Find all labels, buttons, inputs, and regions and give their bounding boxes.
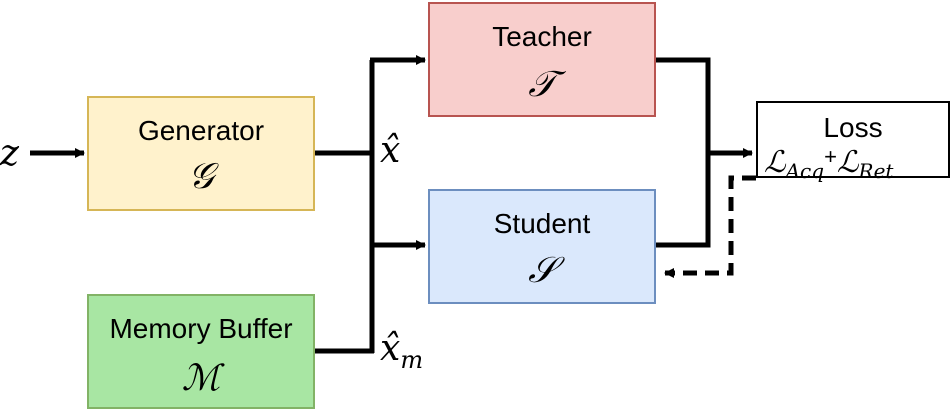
x-hat-m-subscript: m	[400, 346, 423, 374]
teacher-box	[429, 3, 655, 116]
generator-box	[88, 97, 314, 210]
memory-buffer-symbol: ℳ	[182, 358, 225, 399]
student-block: Student 𝒮	[428, 189, 656, 304]
loss-acq-symbol: ℒ	[764, 145, 787, 180]
loss-formula: ℒAcq+ℒRet	[764, 144, 894, 183]
loss-title: Loss	[823, 112, 882, 143]
wire-teacher-out	[656, 57, 711, 155]
generator-title: Generator	[138, 115, 264, 146]
teacher-title: Teacher	[492, 21, 592, 52]
loss-plus: +	[824, 144, 837, 169]
x-hat-label: x̂	[380, 130, 400, 171]
loss-ret-symbol: ℒ	[837, 145, 860, 180]
dashed-feedback-to-student	[664, 175, 756, 278]
connectors	[30, 55, 756, 354]
memory-buffer-block: Memory Buffer ℳ	[87, 294, 315, 409]
student-title: Student	[494, 208, 591, 239]
generator-block: Generator 𝒢	[87, 96, 315, 211]
memory-buffer-title: Memory Buffer	[109, 313, 292, 344]
x-hat-m-symbol: x̂	[380, 328, 400, 369]
teacher-block: Teacher 𝒯	[428, 2, 656, 117]
student-box	[429, 190, 655, 303]
loss-block: Loss ℒAcq+ℒRet	[756, 101, 950, 183]
input-z-label: z	[0, 133, 20, 174]
loss-ret-subscript: Ret	[858, 159, 895, 183]
loss-box	[757, 102, 949, 177]
wire-student-out	[656, 150, 711, 248]
memory-buffer-box	[88, 295, 314, 408]
loss-acq-subscript: Acq	[784, 159, 824, 183]
x-hat-m-label: x̂m	[380, 328, 423, 374]
